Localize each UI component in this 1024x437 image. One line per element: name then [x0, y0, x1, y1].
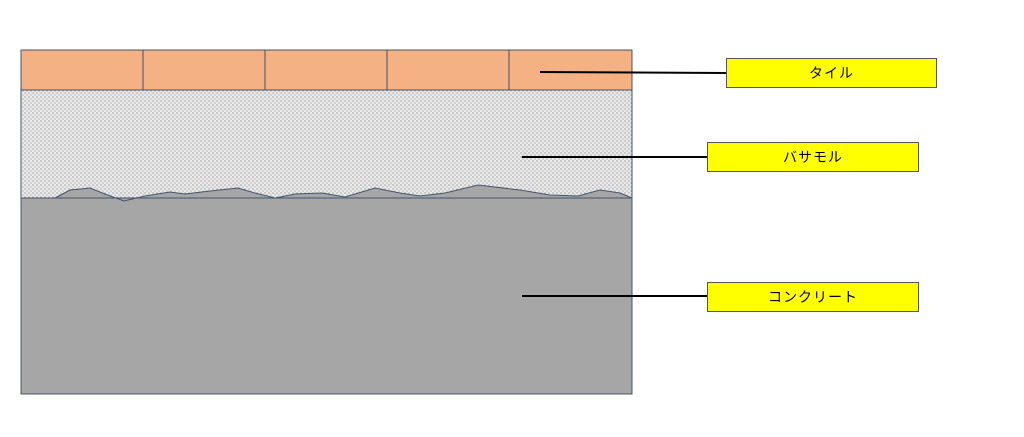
tile	[386, 49, 510, 91]
mortar-layer	[20, 89, 633, 201]
tile	[142, 49, 266, 91]
concrete-rough-surface	[54, 184, 633, 202]
concrete-label: コンクリート	[707, 282, 919, 312]
tile-label: タイル	[726, 58, 937, 88]
mortar-label: バサモル	[707, 142, 919, 172]
tile-leader-line	[539, 71, 727, 74]
tile	[20, 49, 144, 91]
tile	[508, 49, 633, 91]
tile-layer	[20, 49, 633, 91]
tile	[264, 49, 388, 91]
